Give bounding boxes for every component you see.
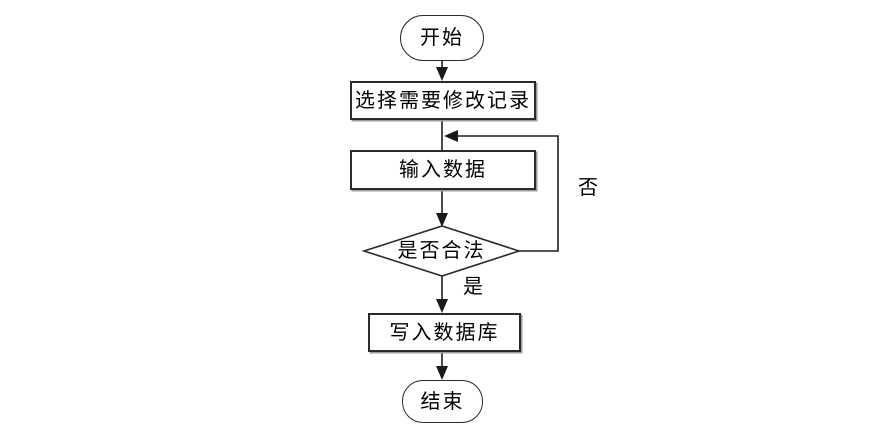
node-start: 开始 [400,15,484,61]
node-decision: 是否合法 [364,226,519,276]
arrowhead-write-end [436,366,448,380]
node-end-label: 结束 [420,390,465,413]
edge-label-yes: 是 [463,276,483,298]
node-input-data: 输入数据 [350,150,536,190]
arrowhead-input-decision [436,213,448,227]
node-select-record: 选择需要修改记录 [350,81,536,120]
arrowhead-decision-input-loop [444,130,458,142]
arrowhead-decision-write [436,299,448,313]
node-select-record-label: 选择需要修改记录 [355,89,531,112]
node-end: 结束 [402,380,483,423]
node-input-data-label: 输入数据 [399,159,487,181]
node-write-db-label: 写入数据库 [389,321,500,344]
edge-decision-input-loop [458,135,559,252]
node-write-db: 写入数据库 [368,313,521,352]
edge-label-no: 否 [578,177,598,199]
node-decision-label: 是否合法 [397,240,486,262]
decision-shape [361,225,522,277]
node-start-label: 开始 [420,27,464,49]
arrowhead-start-select [436,67,448,81]
